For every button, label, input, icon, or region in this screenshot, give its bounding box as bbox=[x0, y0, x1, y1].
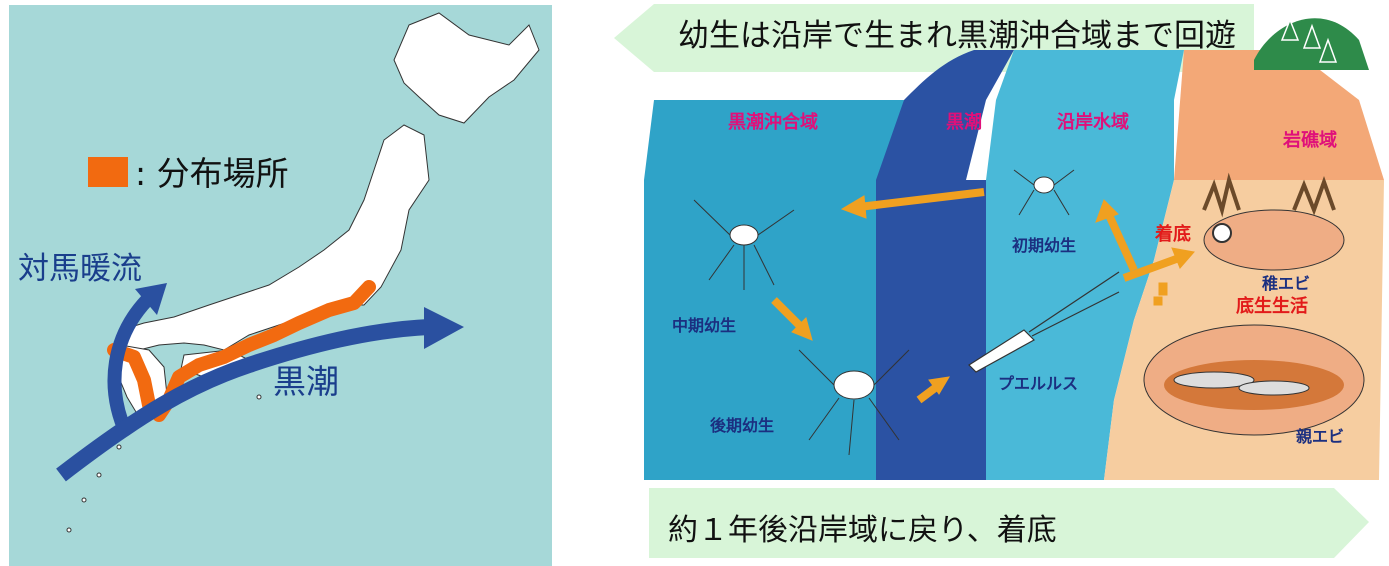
distribution-map bbox=[9, 5, 552, 566]
hokkaido-landmass bbox=[393, 12, 540, 124]
migration-arrows bbox=[771, 188, 1195, 404]
distribution-zone bbox=[107, 280, 376, 422]
stage-label-adult: 親エビ bbox=[1296, 427, 1345, 446]
tsushima-current-label: 対馬暖流 bbox=[18, 251, 142, 287]
arrow-coastal-rise bbox=[1105, 213, 1138, 272]
stage-label-middle-larva: 中期幼生 bbox=[672, 316, 737, 335]
life-cycle-diagram bbox=[614, 4, 1384, 558]
arrow-to-settlement bbox=[1122, 254, 1181, 282]
event-label-benthic-life: 底生生活 bbox=[1236, 296, 1308, 317]
tsushima-current-arrow bbox=[107, 295, 153, 438]
zone-label-offshore: 黒潮沖合域 bbox=[728, 112, 818, 133]
seaweed-icon bbox=[1292, 176, 1336, 216]
stage-label-early-larva: 初期幼生 bbox=[1012, 236, 1077, 255]
island bbox=[81, 497, 87, 503]
banner-bottom-arrow bbox=[649, 488, 1369, 558]
legend-swatch bbox=[88, 157, 128, 187]
event-label-settlement: 着底 bbox=[1155, 224, 1191, 245]
rock-ledge bbox=[1203, 209, 1345, 271]
legend-label: : 分布場所 bbox=[135, 154, 289, 193]
arrow-offshore bbox=[858, 188, 985, 211]
zone-kuroshio-top bbox=[876, 50, 1014, 180]
banner-bottom-text: 約１年後沿岸域に戻り、着底 bbox=[668, 513, 1057, 548]
island bbox=[66, 527, 72, 533]
island bbox=[96, 472, 102, 478]
middle-larva-icon bbox=[693, 199, 795, 290]
stage-label-juvenile: 稚エビ bbox=[1262, 274, 1311, 293]
zone-label-reef: 岩礁域 bbox=[1283, 130, 1337, 151]
stage-label-late-larva: 後期幼生 bbox=[710, 416, 775, 435]
zone-label-coastal: 沿岸水域 bbox=[1057, 112, 1129, 133]
zone-offshore bbox=[644, 180, 876, 480]
early-larva-icon bbox=[1013, 169, 1075, 216]
tree-icon bbox=[1302, 23, 1322, 49]
island bbox=[256, 394, 262, 400]
late-larva-icon bbox=[798, 349, 910, 456]
japan-map-graphic bbox=[56, 12, 540, 533]
zone-kuroshio bbox=[876, 180, 986, 480]
banner-top-text: 幼生は沿岸で生まれ黒潮沖合域まで回遊 bbox=[678, 18, 1236, 54]
seaweed-icon bbox=[1202, 172, 1241, 218]
puerulus-icon bbox=[968, 271, 1120, 373]
stage-label-puerulus: プエルルス bbox=[998, 374, 1079, 393]
kuroshio-label: 黒潮 bbox=[273, 362, 339, 401]
zone-reef-top bbox=[1174, 50, 1384, 180]
zone-coastal-top bbox=[986, 50, 1184, 180]
zone-offshore-top bbox=[644, 100, 904, 180]
tree-icon bbox=[1318, 37, 1338, 63]
zone-label-kuroshio: 黒潮 bbox=[946, 112, 982, 133]
adult-lobster-icon bbox=[1173, 371, 1310, 396]
honshu-landmass bbox=[120, 124, 430, 351]
tree-icon bbox=[1280, 17, 1300, 41]
settled-juvenile-icon bbox=[1212, 223, 1232, 243]
kuroshio-current-arrow bbox=[56, 319, 430, 482]
kuroshio-arrowhead bbox=[424, 307, 464, 349]
tsushima-arrowhead bbox=[135, 283, 167, 315]
island bbox=[116, 444, 122, 450]
